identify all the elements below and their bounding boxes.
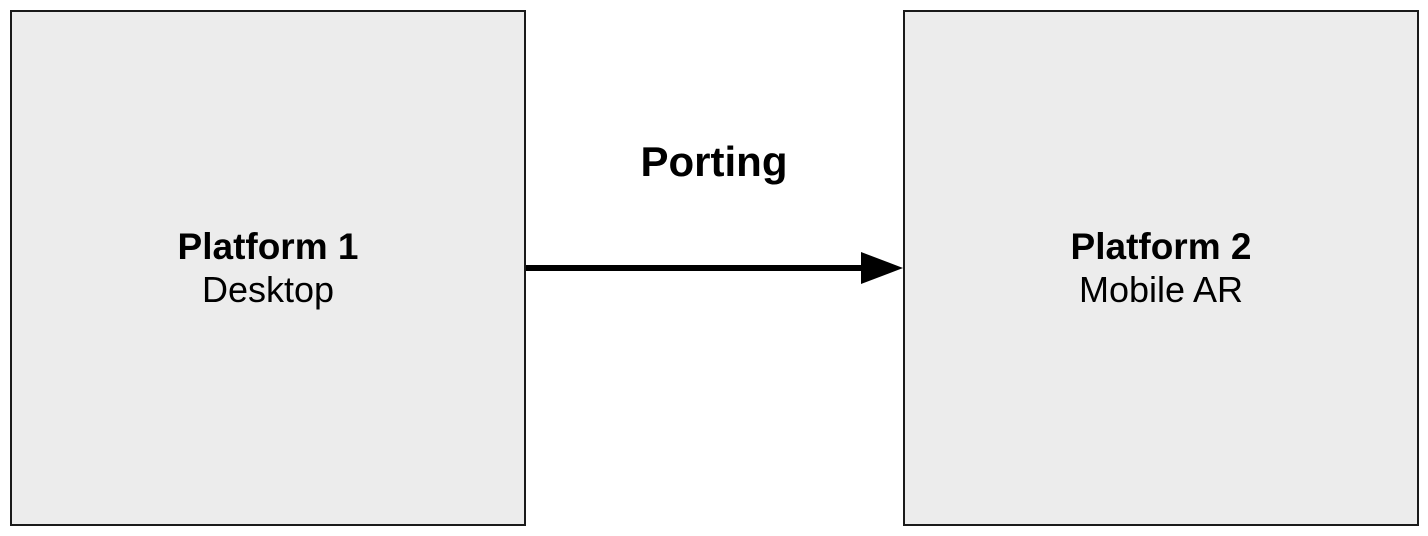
platform-1-node: Platform 1 Desktop <box>10 10 526 526</box>
platform-2-subtitle: Mobile AR <box>1078 269 1244 310</box>
arrowhead <box>861 252 903 284</box>
platform-1-title: Platform 1 <box>177 226 359 267</box>
platform-2-title: Platform 2 <box>1070 226 1252 267</box>
porting-label: Porting <box>640 138 788 185</box>
platform-2-node: Platform 2 Mobile AR <box>903 10 1419 526</box>
platform-1-subtitle: Desktop <box>201 269 335 310</box>
